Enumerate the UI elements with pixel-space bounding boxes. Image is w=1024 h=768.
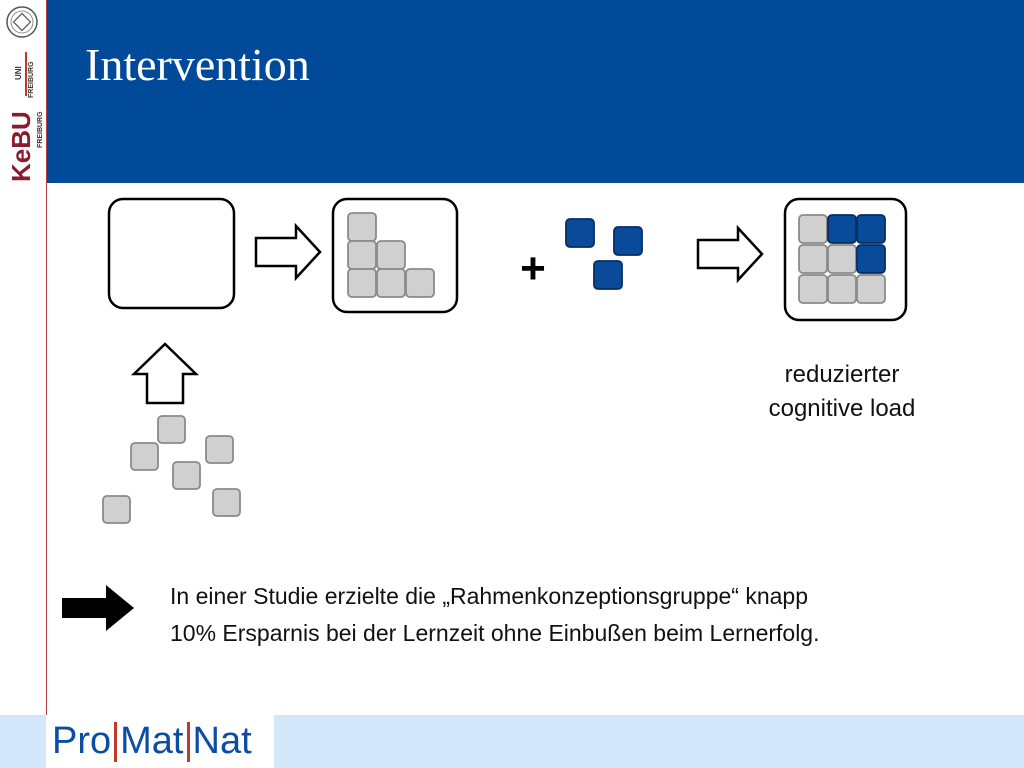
university-seal-icon — [6, 6, 38, 38]
gray-block — [376, 240, 406, 270]
gray-block — [798, 244, 828, 274]
conclusion-line-2: 10% Ersparnis bei der Lernzeit ohne Einb… — [170, 620, 820, 646]
result-blue-blocks — [827, 214, 886, 274]
gray-block — [376, 268, 406, 298]
gray-block — [347, 268, 377, 298]
uni-freiburg-logo: UNI FREIBURG — [14, 52, 35, 98]
conclusion-line-1: In einer Studie erzielte die „Rahmenkonz… — [170, 583, 809, 609]
result-gray-blocks — [798, 214, 886, 304]
gray-block — [172, 461, 201, 490]
logo-separator — [186, 721, 190, 762]
plus-sign: + — [520, 244, 546, 293]
arrow-right-icon — [254, 222, 322, 282]
gray-block — [347, 212, 377, 242]
blue-block — [856, 214, 886, 244]
gray-block — [157, 415, 186, 444]
gray-block — [798, 274, 828, 304]
gray-block — [347, 240, 377, 270]
gray-block — [205, 435, 234, 464]
blue-block — [593, 260, 623, 290]
gray-block — [798, 214, 828, 244]
gray-block — [827, 244, 857, 274]
slide-header — [47, 0, 1024, 183]
logo-word-mat: Mat — [120, 720, 184, 762]
sidebar: UNI FREIBURG KeBU FREIBURG — [0, 0, 46, 768]
blue-block-group — [565, 218, 643, 290]
uni-text: UNI — [14, 66, 23, 80]
kebu-mark: KeBU — [6, 111, 36, 182]
empty-frame — [107, 197, 236, 310]
logo-word-pro: Pro — [52, 720, 112, 762]
blue-block — [827, 214, 857, 244]
gray-block — [405, 268, 435, 298]
gray-block — [856, 274, 886, 304]
blue-block — [856, 244, 886, 274]
arrow-up-icon — [130, 342, 200, 405]
kebu-logo: KeBU FREIBURG — [6, 111, 44, 182]
intervention-diagram: + — [102, 197, 908, 524]
scattered-blocks — [102, 415, 241, 524]
gray-block — [130, 442, 159, 471]
promatnat-logo: Pro Mat Nat — [46, 715, 274, 768]
freiburg-text: FREIBURG — [28, 61, 35, 98]
caption-line-2: cognitive load — [768, 395, 916, 422]
gray-block-group — [347, 212, 435, 298]
conclusion-arrow-icon — [62, 585, 134, 631]
gray-block — [212, 488, 241, 517]
kebu-sub: FREIBURG — [37, 111, 44, 148]
caption-line-1: reduzierter — [784, 361, 900, 388]
logo-word-nat: Nat — [192, 720, 252, 762]
blue-block — [613, 226, 643, 256]
conclusion-text: In einer Studie erzielte die „Rahmenkonz… — [170, 578, 990, 652]
logo-separator — [114, 721, 118, 762]
gray-block — [827, 274, 857, 304]
blue-block — [565, 218, 595, 248]
sidebar-divider — [46, 0, 47, 715]
cognitive-load-caption: reduzierter cognitive load — [742, 358, 942, 426]
gray-block — [102, 495, 131, 524]
arrow-right-icon — [696, 224, 764, 284]
slide-title: Intervention — [85, 39, 310, 90]
